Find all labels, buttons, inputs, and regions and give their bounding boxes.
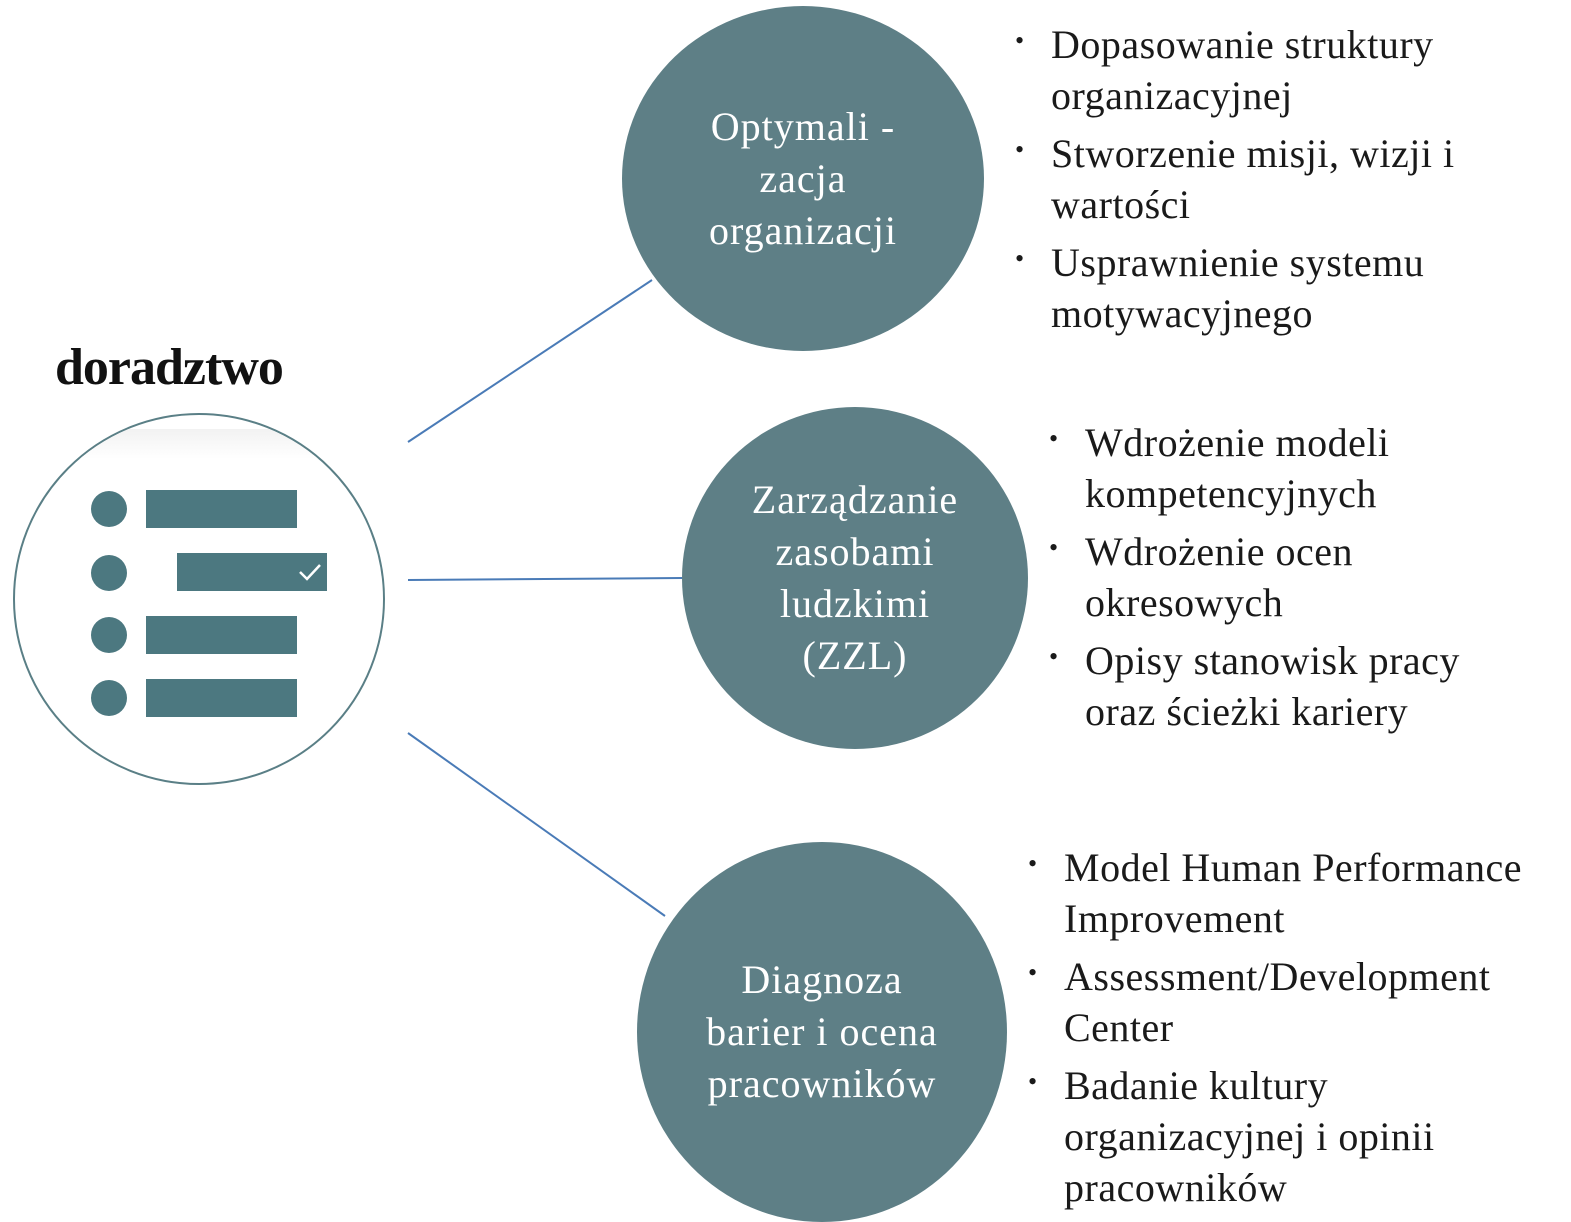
diagram-title: doradztwo — [55, 339, 284, 396]
list-dot-icon — [91, 680, 127, 716]
node-optymalizacja: Optymali - zacja organizacji — [622, 6, 984, 351]
node-zzl: Zarządzanie zasobami ludzkimi (ZZL) — [682, 407, 1028, 749]
connector-line-2 — [407, 577, 683, 581]
list-item: Wdrożenie ocen okresowych — [1047, 522, 1517, 628]
list-item: Assessment/Development Center — [1026, 947, 1571, 1053]
node-label: Zarządzanie zasobami ludzkimi (ZZL) — [751, 477, 959, 678]
list-item: Wdrożenie modeli kompetencyjnych — [1047, 413, 1517, 519]
list-bar-icon — [146, 616, 297, 654]
list-item: Opisy stanowisk pracy oraz ścieżki karie… — [1047, 631, 1517, 737]
list-bar-icon — [146, 679, 297, 717]
bullet-list-1: Dopasowanie struktury organizacyjnej Stw… — [1013, 15, 1483, 346]
bullet-list-2: Wdrożenie modeli kompetencyjnych Wdrożen… — [1047, 413, 1517, 744]
list-item: Usprawnienie systemu motywacyjnego — [1013, 233, 1483, 339]
list-dot-icon — [91, 617, 127, 653]
check-icon — [299, 564, 321, 581]
list-item: Badanie kultury organizacyjnej i opinii … — [1026, 1056, 1571, 1213]
bullet-list-3: Model Human Performance Improvement Asse… — [1026, 838, 1571, 1220]
list-bar-checked-icon — [177, 553, 327, 591]
list-item: Dopasowanie struktury organizacyjnej — [1013, 15, 1483, 121]
list-item: Model Human Performance Improvement — [1026, 838, 1571, 944]
connector-line-3 — [407, 732, 666, 917]
list-item: Stworzenie misji, wizji i wartości — [1013, 124, 1483, 230]
list-dot-icon — [91, 491, 127, 527]
node-diagnoza: Diagnoza barier i ocena pracowników — [637, 842, 1007, 1222]
icon-shade — [75, 429, 375, 459]
list-bar-icon — [146, 490, 297, 528]
connector-line-1 — [407, 279, 653, 443]
node-label: Diagnoza barier i ocena pracowników — [706, 957, 938, 1106]
checklist-icon — [13, 413, 385, 785]
list-dot-icon — [91, 555, 127, 591]
node-label: Optymali - zacja organizacji — [709, 103, 897, 253]
